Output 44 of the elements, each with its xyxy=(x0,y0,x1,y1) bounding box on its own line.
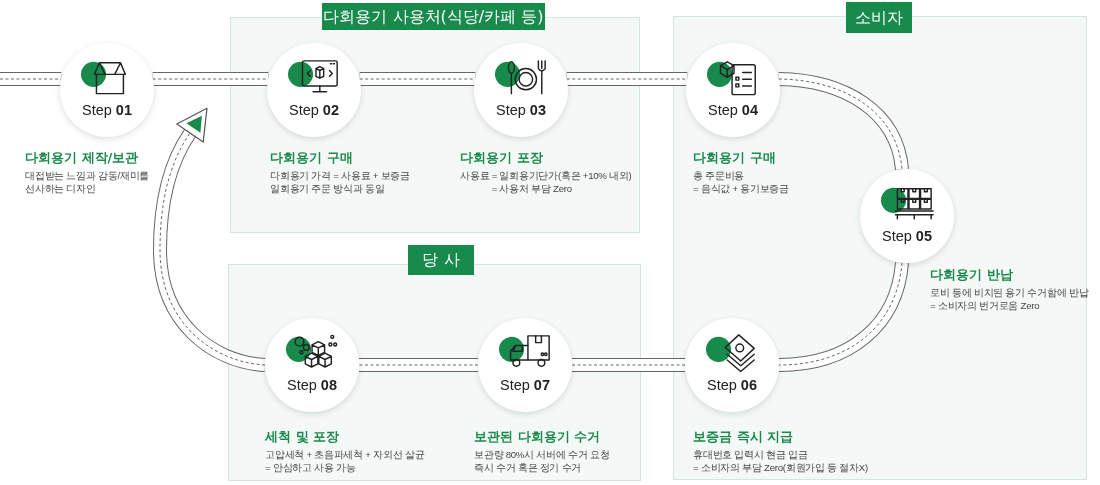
step-label: Step 04 xyxy=(708,101,758,119)
step-label: Step 08 xyxy=(287,376,337,394)
road-line xyxy=(358,358,479,372)
step-circle xyxy=(686,43,780,137)
step-label: Step 06 xyxy=(707,376,757,394)
heading-tag: 소비자 xyxy=(846,2,912,33)
step-title: 다회용기 구매 xyxy=(693,149,776,167)
step-description: 로비 등에 비치된 용기 수거함에 반납 = 소비자의 번거로움 Zero xyxy=(930,285,1089,312)
step-circle xyxy=(267,43,361,137)
road-line xyxy=(778,261,909,372)
step-circle xyxy=(860,169,954,263)
step-circle xyxy=(478,318,572,412)
step-circle xyxy=(474,43,568,137)
step-circle xyxy=(265,318,359,412)
step-description: 다회용기 가격 = 사용료 + 보증금 일회용기 주문 방식과 동일 xyxy=(270,168,410,195)
road-line xyxy=(359,72,476,86)
step-description: 보관량 80%시 서버에 수거 요청 즉시 수거 혹은 정기 수거 xyxy=(474,447,610,474)
step-description: 사용료 = 일회용기단가(혹은 +10% 내외) = 사용처 부담 Zero xyxy=(460,168,632,195)
road-line xyxy=(571,358,686,372)
step-circle xyxy=(60,43,154,137)
step-description: 휴대번호 입력시 현금 입금 = 소비자의 부담 Zero(회원가입 등 절차X) xyxy=(693,447,868,474)
step-circle xyxy=(685,318,779,412)
step-description: 고압세척 + 초음파세척 + 자외선 살균 = 안심하고 사용 가능 xyxy=(265,447,425,474)
step-title: 보증금 즉시 지급 xyxy=(693,428,794,446)
road-line xyxy=(0,72,62,86)
step-title: 다회용기 구매 xyxy=(270,149,353,167)
step-label: Step 07 xyxy=(500,376,550,394)
step-title: 다회용기 제작/보관 xyxy=(25,149,139,167)
road-arrow xyxy=(153,107,266,372)
heading-tag: 다회용기 사용처(식당/카페 등) xyxy=(322,3,545,30)
road-line xyxy=(566,72,688,86)
road-line xyxy=(778,72,909,171)
road-line xyxy=(152,72,269,86)
heading-tag: 당 사 xyxy=(408,245,474,275)
step-title: 보관된 다회용기 수거 xyxy=(474,428,601,446)
step-title: 다회용기 반납 xyxy=(930,266,1013,284)
step-description: 대접받는 느낌과 감동/재미를 선사하는 디자인 xyxy=(25,168,150,195)
step-label: Step 03 xyxy=(496,101,546,119)
step-label: Step 02 xyxy=(289,101,339,119)
step-title: 다회용기 포장 xyxy=(460,149,543,167)
step-label: Step 01 xyxy=(82,101,132,119)
step-description: 총 주문비용 = 음식값 + 용기보증금 xyxy=(693,168,789,195)
step-title: 세척 및 포장 xyxy=(265,428,340,446)
step-label: Step 05 xyxy=(882,227,932,245)
